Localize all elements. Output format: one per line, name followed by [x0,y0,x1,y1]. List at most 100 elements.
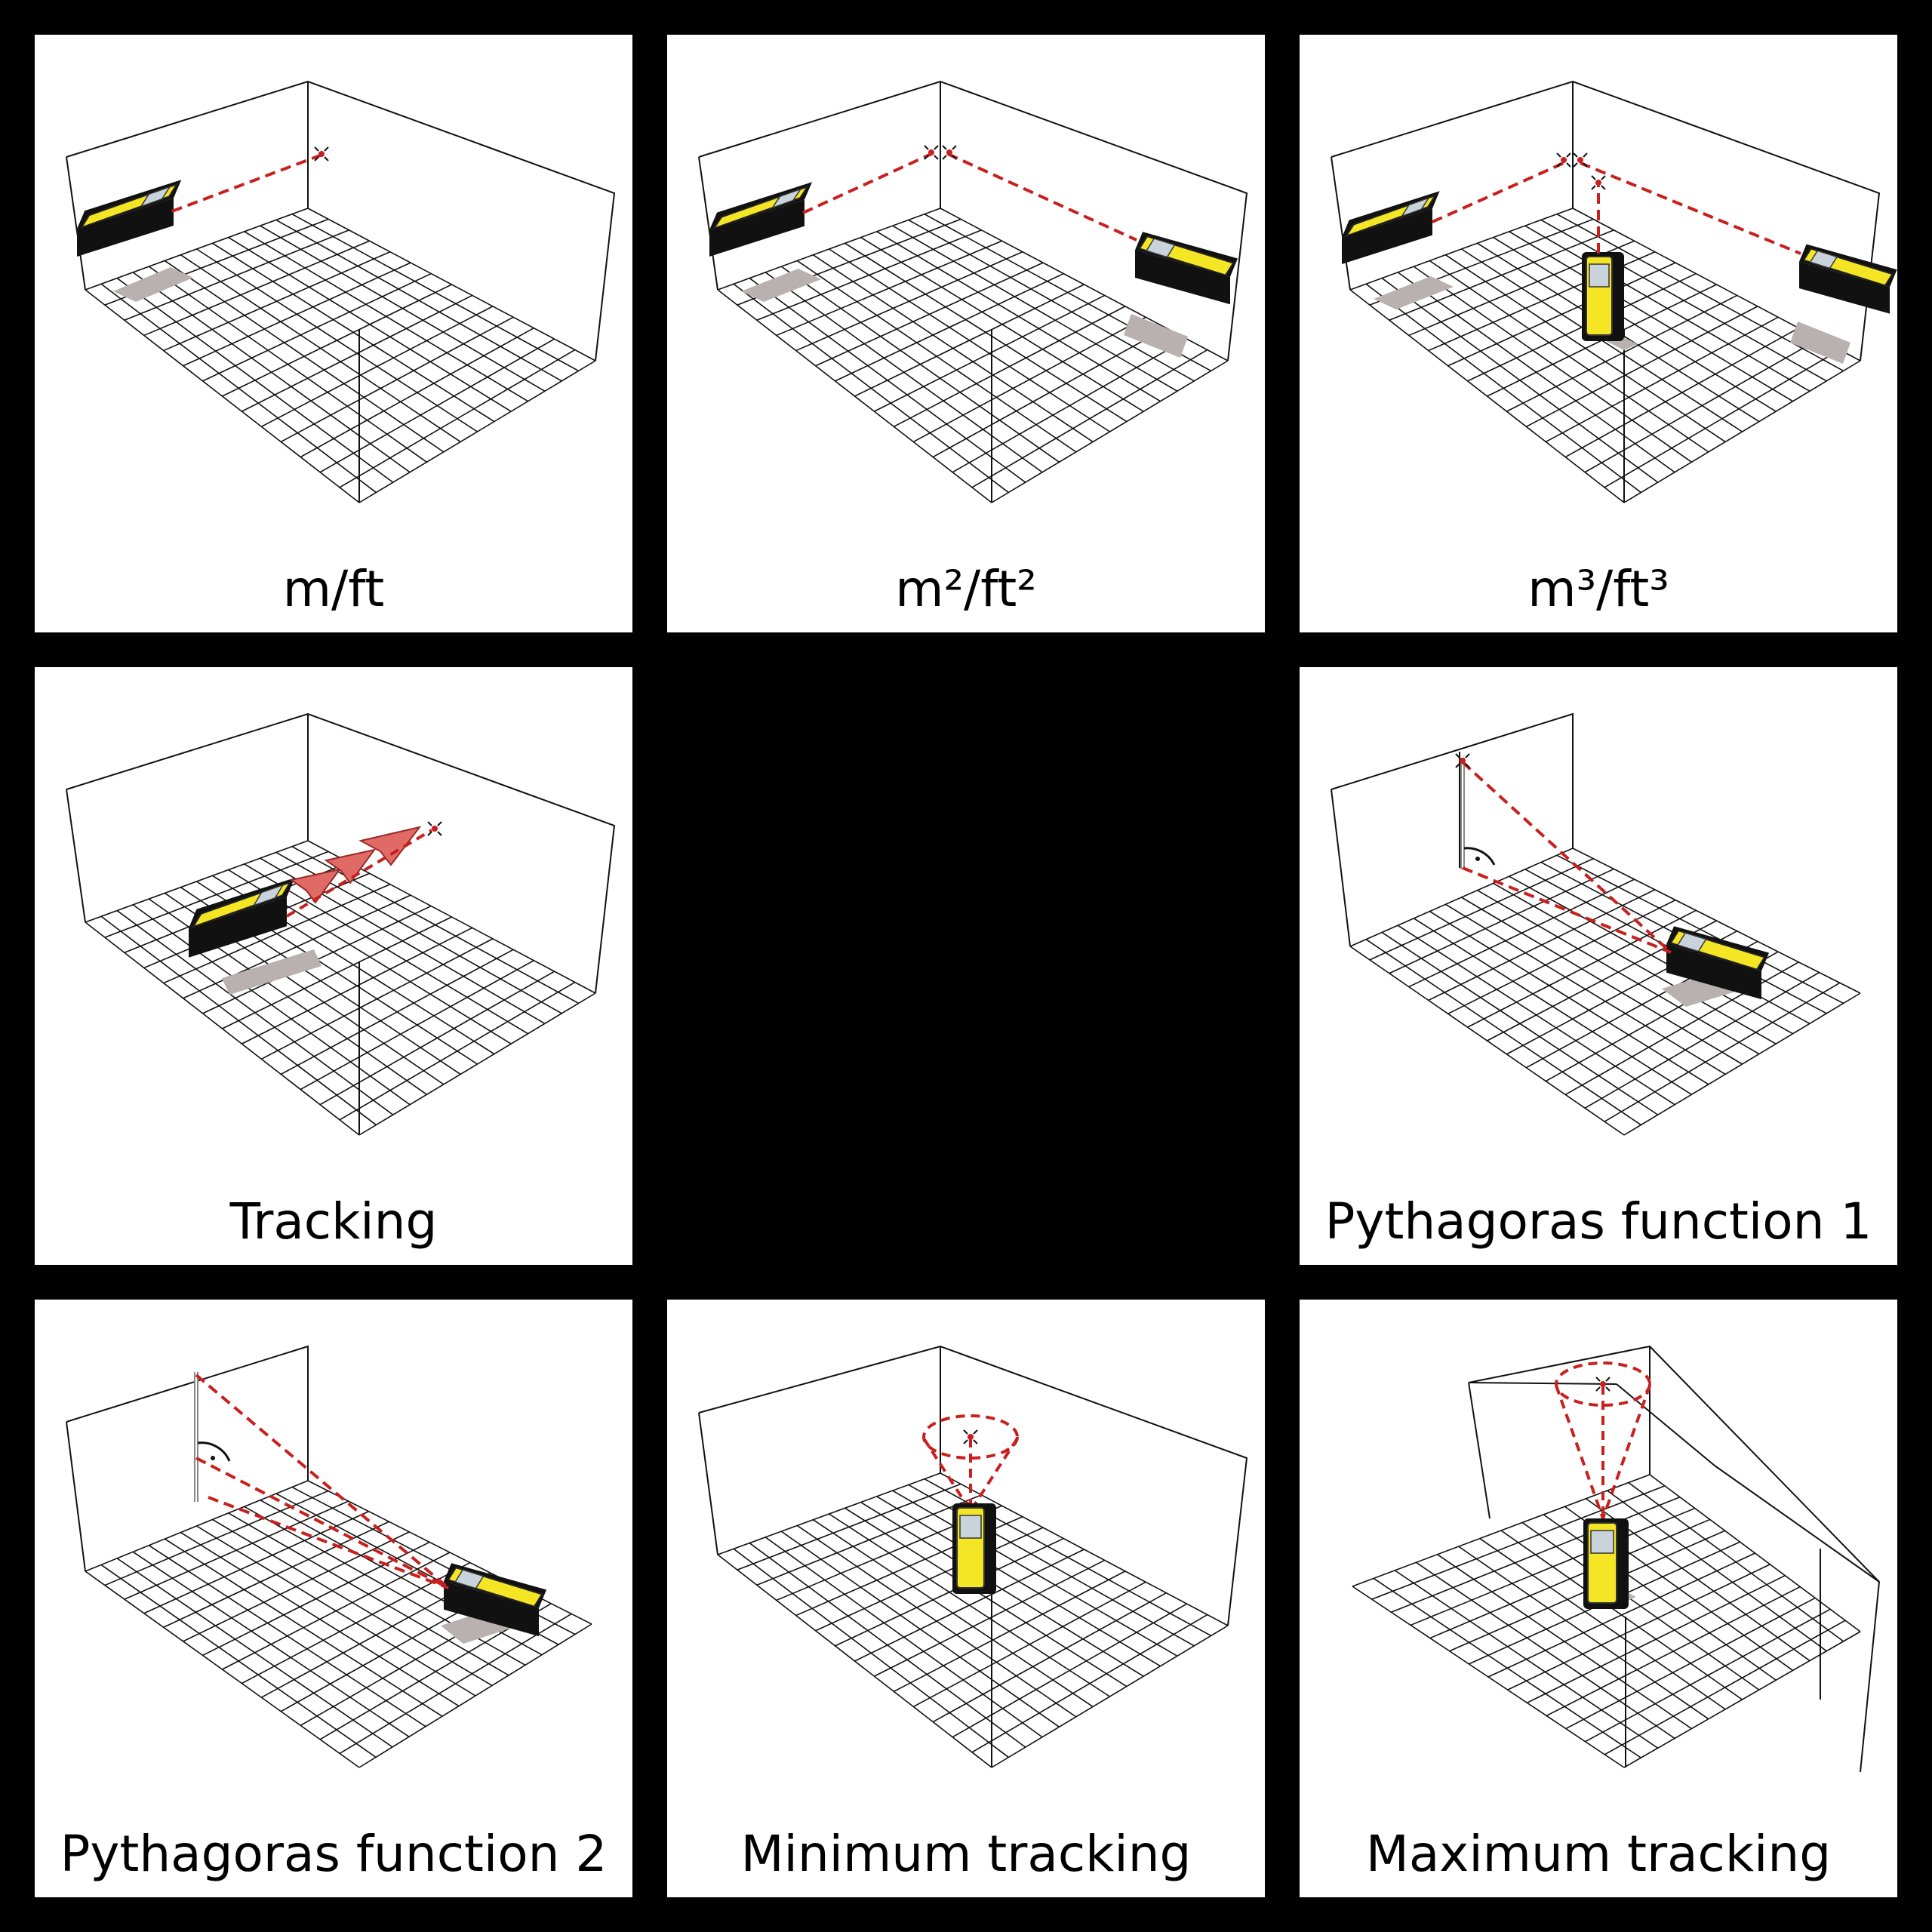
room-area-illustration [698,80,1248,503]
grid-line [1389,868,1614,974]
device-display [1590,1530,1614,1554]
grid-line [163,1521,389,1629]
grid-line [893,306,1126,427]
laser-beam [1580,162,1801,255]
target-tick [1583,162,1588,168]
target-tick [427,821,432,826]
device-body [709,199,804,257]
grid-line [202,1541,430,1657]
laser-cone [1555,1361,1651,1519]
device-display [454,1569,485,1589]
grid-line [1623,360,1861,503]
grid-line [1546,1586,1801,1717]
panel-caption: Pythagoras function 1 [1324,1192,1872,1251]
target-point [427,821,442,836]
grid-line [104,1490,329,1586]
target-tick [1556,152,1561,158]
laser-beam [195,1457,449,1589]
device-display [1400,196,1430,218]
grid-line [1429,1518,1711,1639]
grid-line [756,1494,982,1586]
grid-line [815,1527,1044,1632]
target-tick [324,146,329,152]
target-tick [952,155,957,160]
grid-line [339,1613,572,1755]
device-display [1809,250,1838,269]
panel-volume: m³/ft³ [1300,35,1897,632]
grid-line [1410,1507,1696,1626]
device-body [189,897,287,958]
grid-line [1623,1631,1861,1768]
grid-line [776,240,1002,337]
device-shadow [741,269,821,302]
target-tick [437,831,442,836]
grid-line [756,229,982,321]
target-tick [934,155,939,160]
grid-line [717,208,941,291]
grid-line [835,1537,1064,1647]
target-tick [963,1429,968,1435]
device-shadow [1790,321,1850,364]
panel-maximum-tracking: Maximum tracking [1300,1300,1897,1897]
grid-line [932,328,1167,458]
panel-minimum-tracking: Minimum tracking [667,1300,1265,1897]
target-tick [324,156,329,162]
room-box [66,80,616,503]
laser-beam [1462,866,1672,954]
grid-line [222,916,452,1029]
device-display [959,1515,982,1539]
laser-beam [947,152,1137,242]
target-tick [1566,152,1571,158]
grid-line [991,360,1229,503]
laser-device [444,1563,547,1637]
grid-line [874,1559,1106,1677]
room-length-illustration [66,80,616,503]
grid-line [85,840,309,923]
floor-grid [85,208,596,503]
grid-line [815,262,1044,367]
grid-line [1371,1485,1666,1600]
grid-line [1585,1608,1831,1743]
room-box [66,712,616,1135]
laser-beam [1461,761,1672,954]
grid-line [183,262,411,367]
target-tick [437,821,442,826]
panel-caption: Minimum tracking [740,1825,1192,1883]
target-point [942,145,957,160]
device-shadow [113,267,193,302]
target-tick [1601,185,1606,190]
target-dot [946,149,952,155]
device-display [771,188,802,209]
laser-device-upright [1583,1518,1629,1609]
target-tick [952,145,957,150]
laser-device [1135,232,1238,305]
grid-line [300,328,534,458]
target-tick [1573,152,1578,158]
target-tick [1595,1386,1601,1392]
target-point [924,145,939,160]
target-point [1573,152,1588,168]
grid-line [1391,1496,1681,1614]
grid-line [358,1623,592,1768]
target-dot [928,149,934,155]
target-tick [314,156,319,162]
laser-beam [285,829,433,918]
target-point [314,146,329,162]
grid-line [1447,262,1676,367]
grid-line [143,240,370,337]
panel-caption: Pythagoras function 2 [60,1825,608,1883]
grid-line [1507,1564,1770,1690]
grid-line [1584,971,1820,1109]
grid-line [874,294,1106,412]
laser-beam [171,154,321,213]
grid-line [717,1472,941,1555]
target-point [1455,753,1470,768]
grid-line [1564,328,1799,458]
grid-line [260,306,494,427]
grid-line [280,316,514,443]
grid-line [319,971,555,1106]
grid-line [202,272,432,382]
panel-tracking: Tracking [35,667,632,1265]
grid-line [1467,272,1697,382]
target-tick [1566,162,1571,168]
